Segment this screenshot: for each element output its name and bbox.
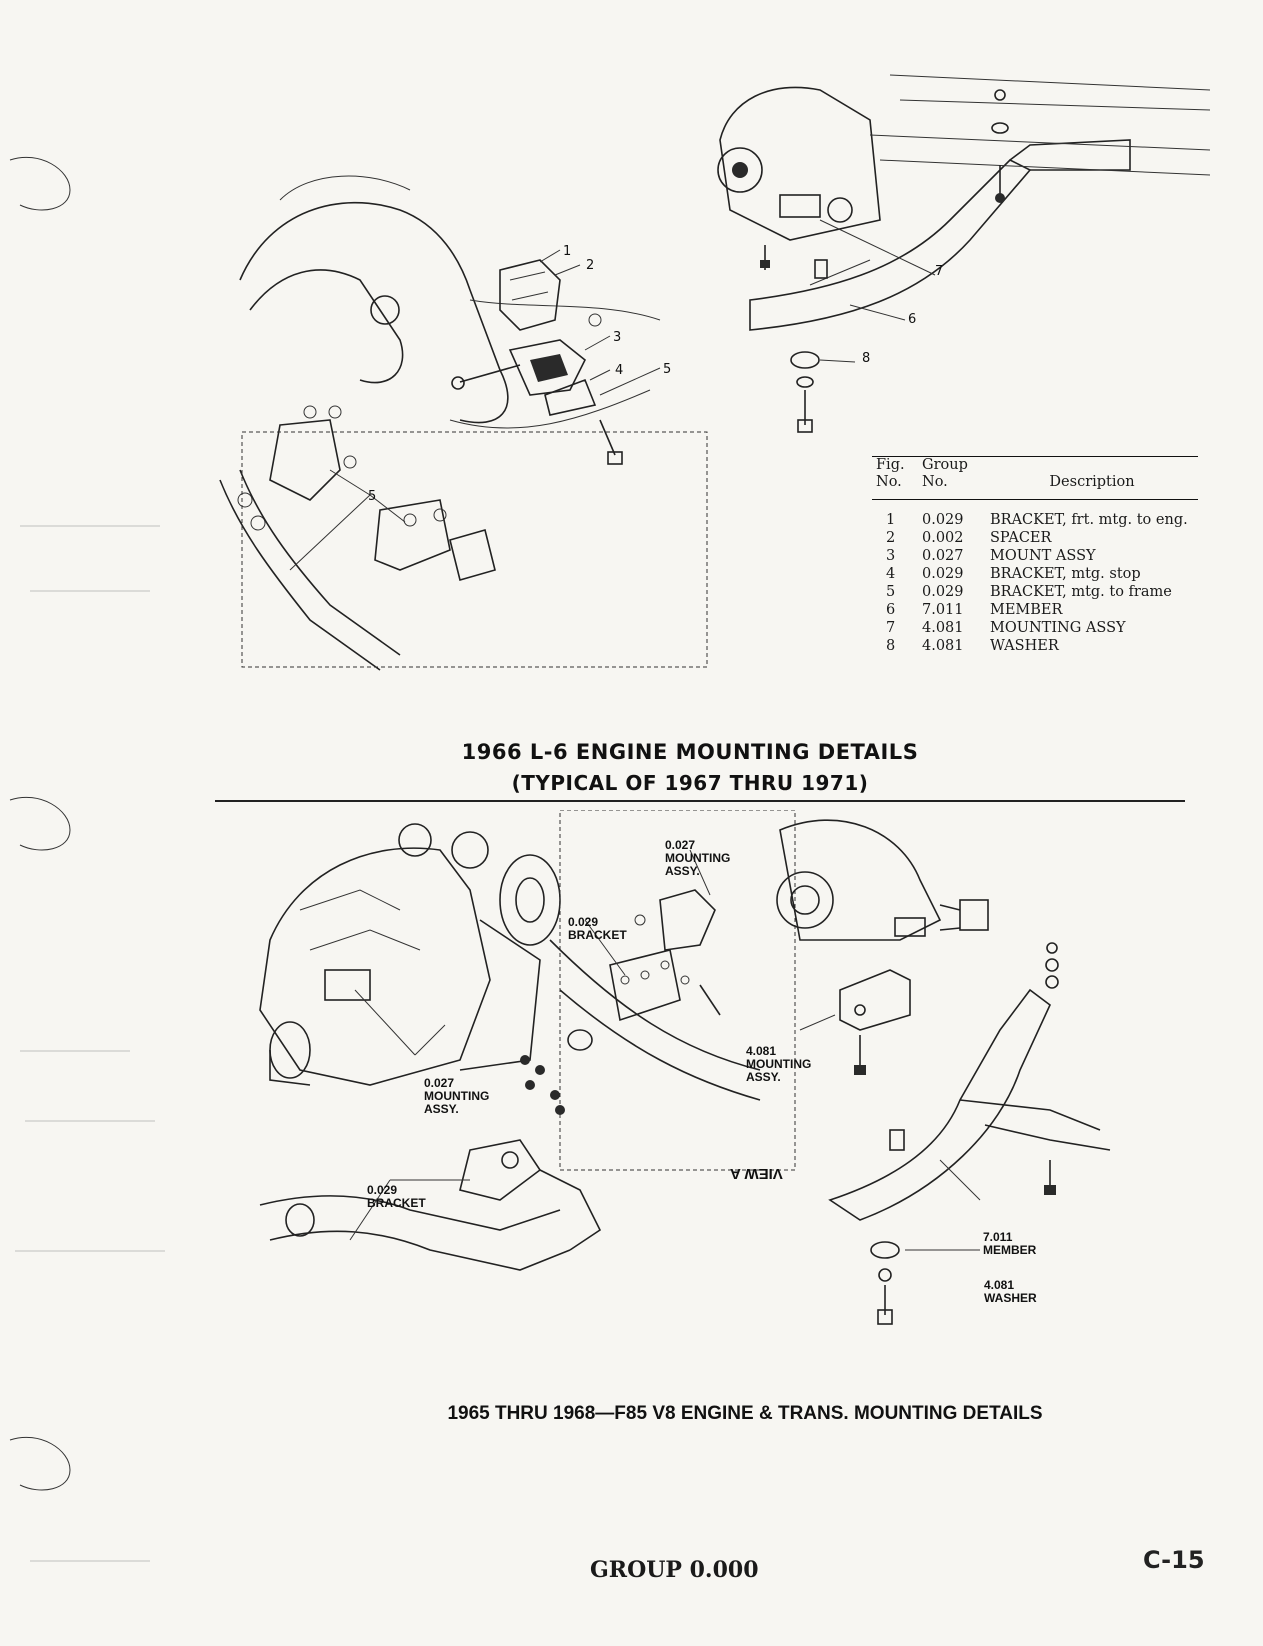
callout-6: 6	[908, 312, 917, 327]
group-no: 0.029	[922, 584, 964, 600]
group-no: 4.081	[922, 638, 964, 654]
callout-7: 7	[935, 264, 944, 279]
header-group-no: Group No.	[918, 456, 986, 500]
table-row: 2 0.002 SPACER	[872, 529, 1198, 547]
group-no: 4.081	[922, 620, 964, 636]
fig-no: 1	[886, 512, 896, 528]
page-number: C-15	[1143, 1546, 1205, 1574]
label-mounting-assy-left: 0.027 MOUNTING ASSY.	[424, 1076, 490, 1116]
table-row: 8 4.081 WASHER	[872, 637, 1198, 655]
description: SPACER	[990, 530, 1052, 546]
description: MEMBER	[990, 602, 1063, 618]
description: BRACKET, frt. mtg. to eng.	[990, 512, 1188, 528]
label-washer: 4.081 WASHER	[984, 1278, 1037, 1305]
header-fig-no: Fig. No.	[872, 456, 918, 500]
label-bracket-top: 0.029 BRACKET	[568, 915, 627, 942]
description: BRACKET, mtg. to frame	[990, 584, 1172, 600]
description: WASHER	[990, 638, 1059, 654]
section-divider	[215, 800, 1185, 802]
fig-no: 3	[886, 548, 896, 564]
callout-5a: 5	[663, 362, 672, 377]
group-no: 0.029	[922, 566, 964, 582]
group-no: 7.011	[922, 602, 964, 618]
fig-no: 2	[886, 530, 896, 546]
label-mounting-assy-top: 0.027 MOUNTING ASSY.	[665, 838, 731, 878]
fig-no: 8	[886, 638, 896, 654]
callout-3: 3	[613, 330, 622, 345]
table-row: 6 7.011 MEMBER	[872, 601, 1198, 619]
group-no: 0.029	[922, 512, 964, 528]
fig-no: 6	[886, 602, 896, 618]
table-row: 4 0.029 BRACKET, mtg. stop	[872, 565, 1198, 583]
label-member: 7.011 MEMBER	[983, 1230, 1037, 1257]
table-row: 3 0.027 MOUNT ASSY	[872, 547, 1198, 565]
fig-no: 4	[886, 566, 896, 582]
fig-no: 7	[886, 620, 896, 636]
table-row: 7 4.081 MOUNTING ASSY	[872, 619, 1198, 637]
transmission-mount-illustration	[717, 74, 1210, 433]
fig-no: 5	[886, 584, 896, 600]
top-caption-line1: 1966 L-6 ENGINE MOUNTING DETAILS	[461, 740, 919, 764]
callout-1: 1	[563, 244, 572, 259]
parts-table-header: Fig. No. Group No. Description	[872, 456, 1198, 500]
description: MOUNTING ASSY	[990, 620, 1126, 636]
v8-engine-mount-illustration	[259, 810, 1111, 1325]
group-no: 0.027	[922, 548, 964, 564]
description: BRACKET, mtg. stop	[990, 566, 1141, 582]
bottom-caption: 1965 THRU 1968—F85 V8 ENGINE & TRANS. MO…	[447, 1403, 1043, 1424]
parts-table: Fig. No. Group No. Description 1 0.029 B…	[872, 456, 1198, 655]
top-caption-line2: (TYPICAL OF 1967 THRU 1971)	[511, 771, 869, 795]
callout-8: 8	[862, 351, 871, 366]
table-row: 1 0.029 BRACKET, frt. mtg. to eng.	[872, 500, 1198, 530]
table-row: 5 0.029 BRACKET, mtg. to frame	[872, 583, 1198, 601]
callout-4: 4	[615, 363, 624, 378]
group-no: 0.002	[922, 530, 964, 546]
header-description: Description	[986, 456, 1198, 500]
footer-group-label: GROUP 0.000	[590, 1557, 759, 1583]
label-mounting-assy-right: 4.081 MOUNTING ASSY.	[746, 1044, 812, 1084]
description: MOUNT ASSY	[990, 548, 1096, 564]
callout-5b: 5	[368, 489, 377, 504]
label-bracket-bottom: 0.029 BRACKET	[367, 1183, 426, 1210]
l6-engine-mount-illustration	[219, 175, 708, 671]
callout-2: 2	[586, 258, 595, 273]
